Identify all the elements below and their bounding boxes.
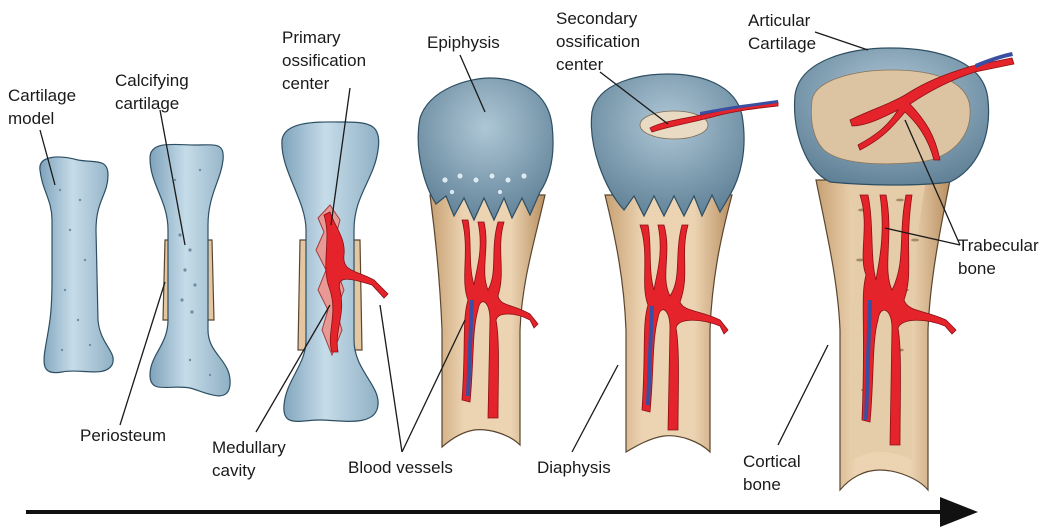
label-medullary-cavity: Medullary cavity: [212, 438, 290, 480]
epiphysis-bone-mature: [811, 70, 970, 164]
label-primary-ossification-center: Primary ossification center: [282, 28, 371, 93]
label-articular-cartilage: Articular Cartilage: [748, 11, 816, 53]
progression-arrow: [26, 497, 978, 527]
secondary-cap: [591, 74, 744, 216]
label-cortical-bone: Cortical bone: [743, 452, 805, 494]
cartilage-model-shape: [40, 157, 113, 373]
stage-calcifying-cartilage: [150, 144, 230, 395]
epiphysis-cap: [418, 78, 553, 220]
label-diaphysis: Diaphysis: [537, 458, 611, 477]
label-secondary-ossification-center: Secondary ossification center: [556, 9, 645, 74]
label-trabecular-bone: Trabecular bone: [958, 236, 1043, 278]
label-calcifying-cartilage: Calcifying cartilage: [115, 71, 193, 113]
label-periosteum: Periosteum: [80, 426, 166, 445]
stage-secondary-ossification: [591, 74, 778, 452]
label-cartilage-model: Cartilage model: [8, 86, 81, 128]
leader-articular-cartilage: [815, 32, 868, 50]
label-epiphysis: Epiphysis: [427, 33, 500, 52]
stage-epiphysis: [418, 78, 553, 447]
stage-cartilage-model: [40, 157, 113, 373]
calcifying-cartilage-shape: [150, 144, 230, 395]
leader-cortical-bone: [778, 345, 828, 445]
epiphysis-shaft: [430, 195, 545, 447]
leader-diaphysis: [572, 365, 618, 452]
leader-blood-vessels-1: [380, 305, 402, 452]
arrow-head: [940, 497, 978, 527]
stage-primary-ossification: [282, 122, 388, 421]
label-blood-vessels: Blood vessels: [348, 458, 453, 477]
